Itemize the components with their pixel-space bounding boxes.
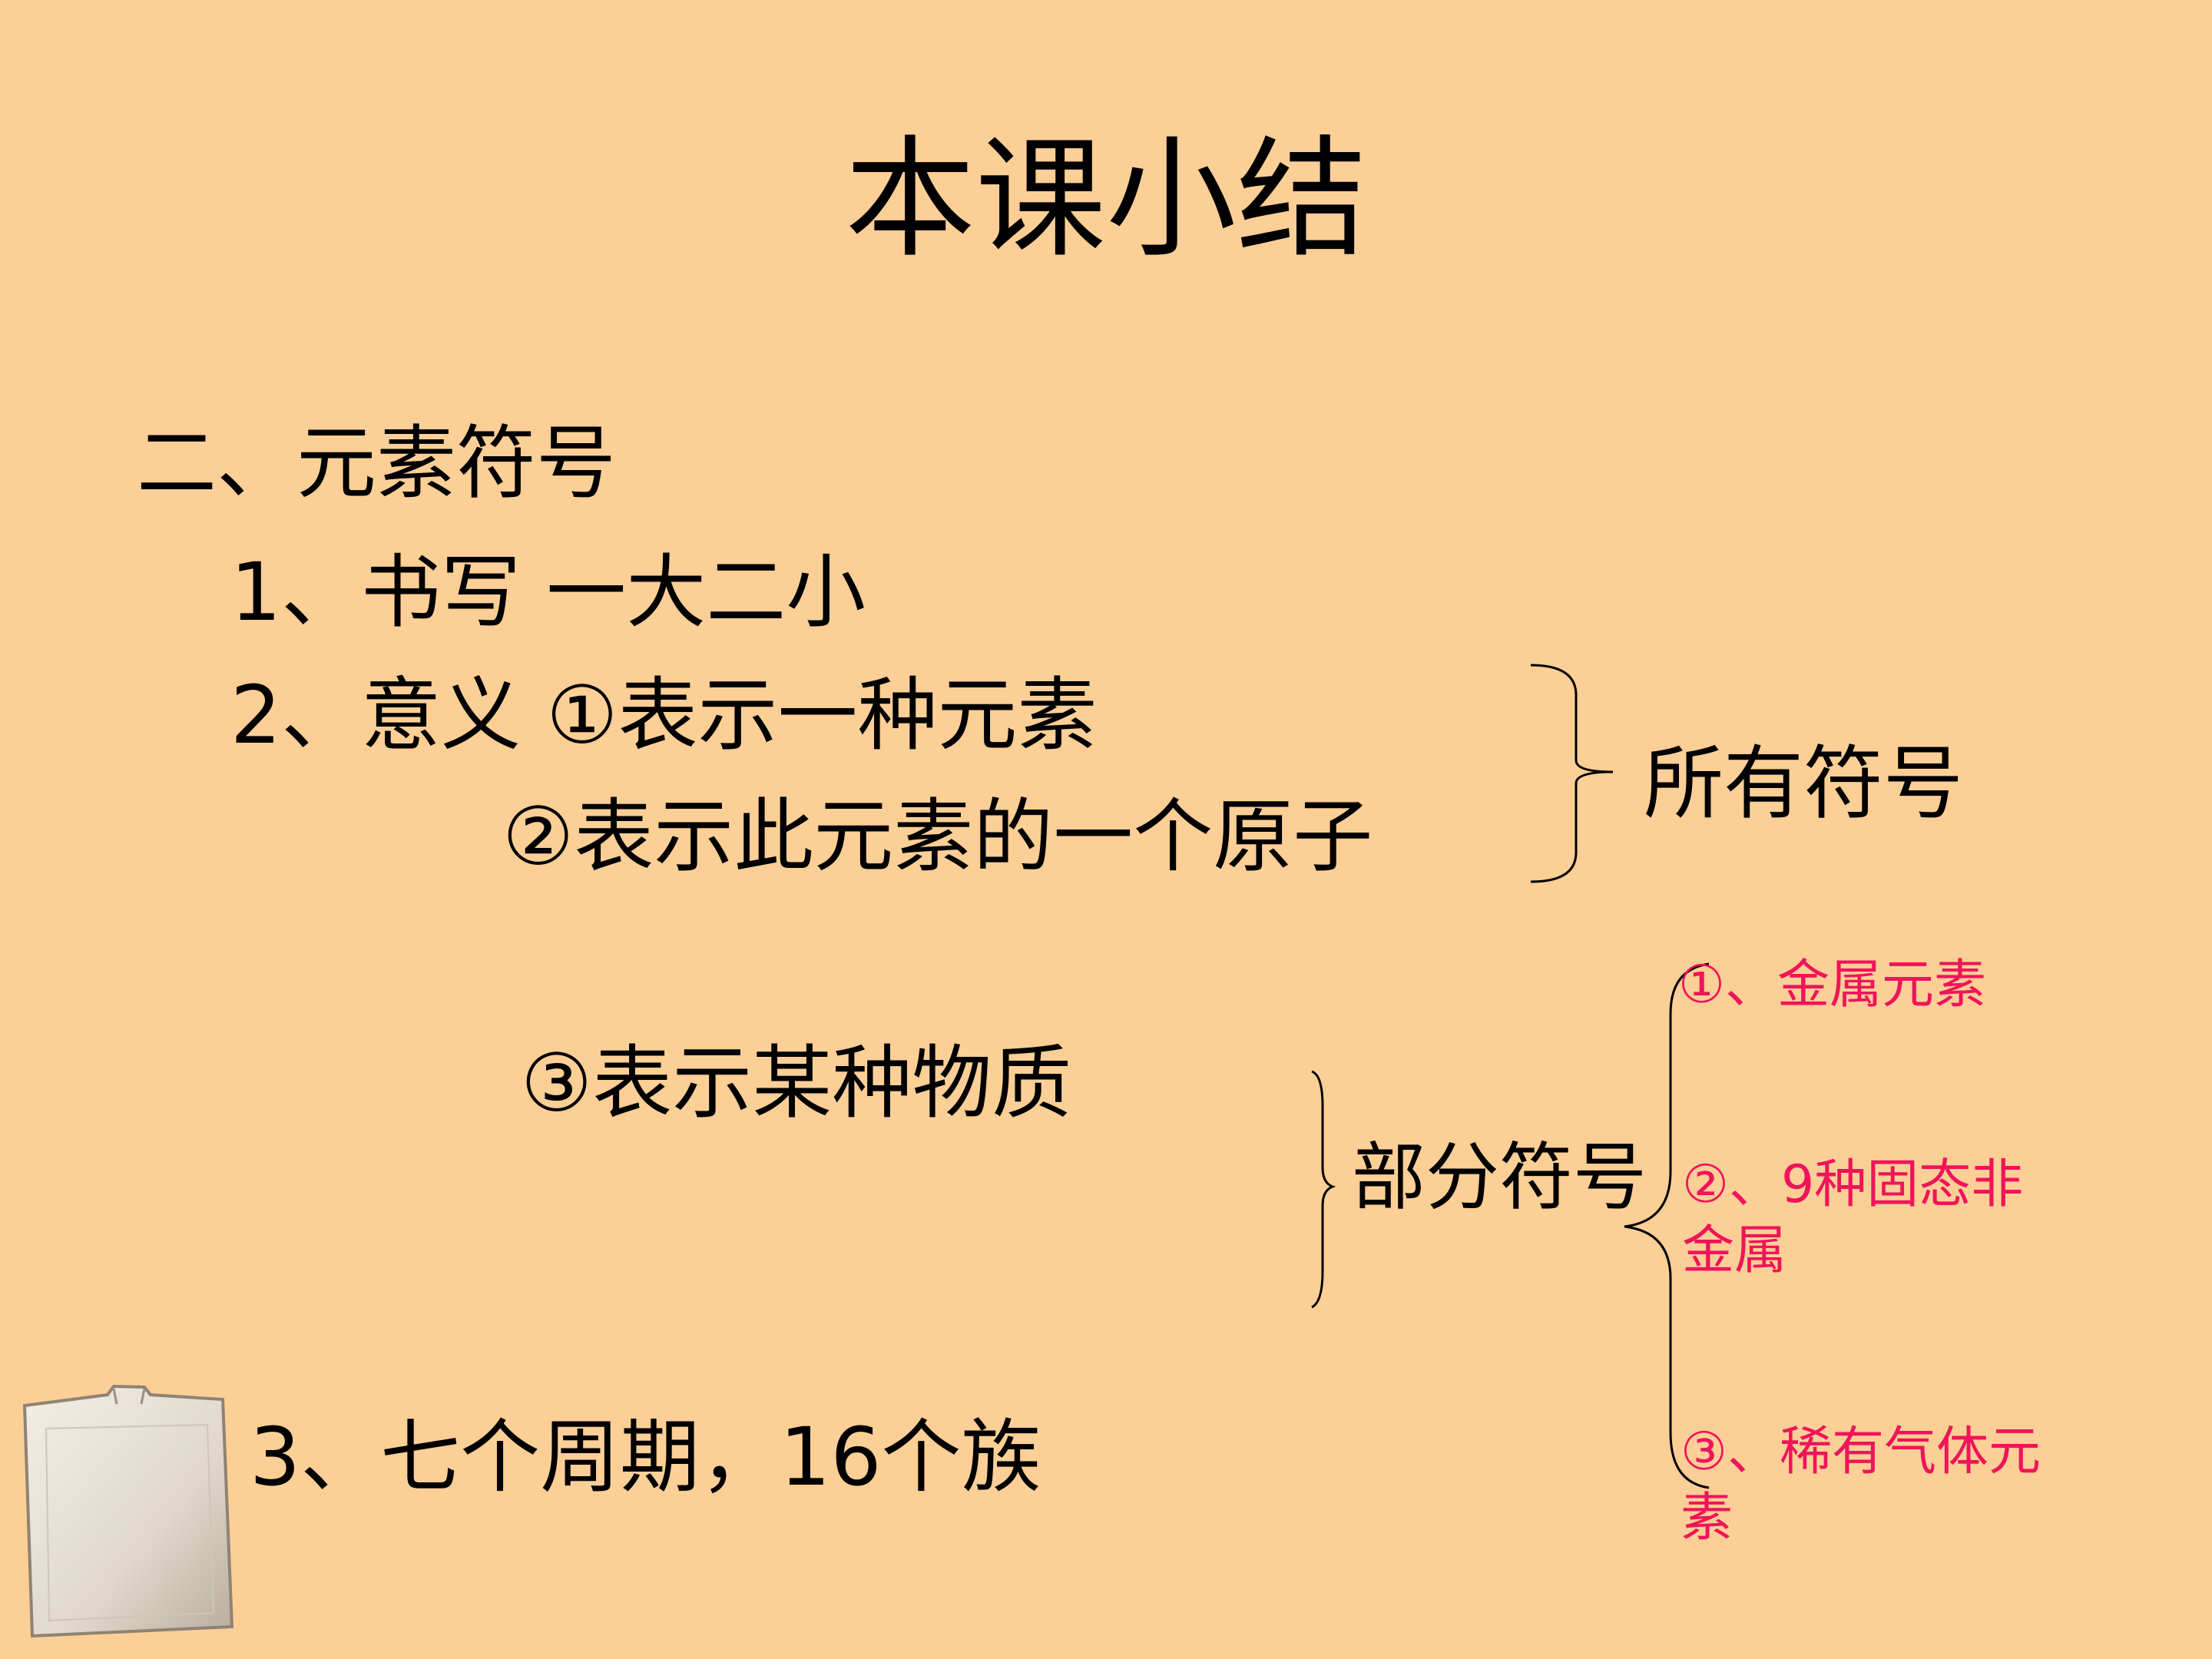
label-all-symbols: 所有符号 xyxy=(1644,737,1964,830)
category-solid-nonmetal: ②、9种固态非金属 xyxy=(1682,1154,2024,1281)
item-writing: 1、书写 一大二小 xyxy=(230,545,866,639)
brace-all-symbols xyxy=(1530,664,1614,883)
slide-title: 本课小结 xyxy=(844,124,1367,276)
item-periods: 3、七个周期，16个族 xyxy=(250,1410,1041,1504)
item-meaning-1: 2、意义 ①表示一种元素 xyxy=(230,668,1098,762)
paper-bag-icon xyxy=(22,1384,234,1638)
section-heading: 二、元素符号 xyxy=(137,416,617,510)
label-partial-symbols: 部分符号 xyxy=(1352,1134,1647,1220)
brace-partial-symbols xyxy=(1311,1070,1336,1309)
category-noble-gas: ③、稀有气体元素 xyxy=(1681,1422,2041,1548)
category-metal: ①、金属元素 xyxy=(1678,955,1986,1015)
brace-categories xyxy=(1624,962,1710,1489)
item-meaning-2: ②表示此元素的一个原子 xyxy=(502,790,1373,883)
item-meaning-3: ③表示某种物质 xyxy=(521,1036,1072,1130)
